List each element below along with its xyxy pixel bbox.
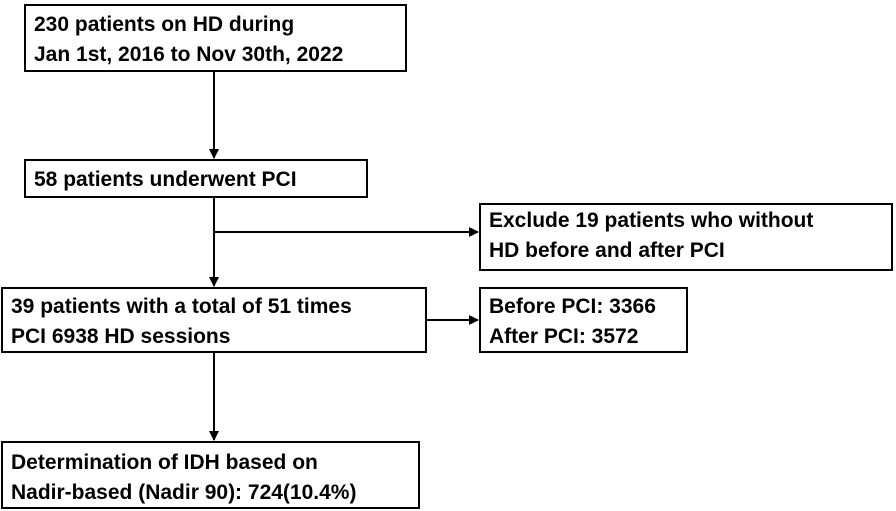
- box-exclusion: Exclude 19 patients who without HD befor…: [479, 203, 893, 271]
- box-all-hd-patients: 230 patients on HD during Jan 1st, 2016 …: [24, 4, 407, 72]
- box-all-hd-patients-line-1: 230 patients on HD during: [34, 13, 295, 36]
- box-pci-patients-line-1: 58 patients underwent PCI: [34, 168, 297, 191]
- box-pci-patients: 58 patients underwent PCI: [24, 159, 368, 198]
- box-idh-determination-line-1: Determination of IDH based on: [11, 451, 318, 474]
- box-session-split: Before PCI: 3366 After PCI: 3572: [479, 287, 688, 353]
- box-session-split-line-1: Before PCI: 3366: [489, 295, 656, 318]
- box-exclusion-line-2: HD before and after PCI: [489, 239, 725, 262]
- box-all-hd-patients-line-2: Jan 1st, 2016 to Nov 30th, 2022: [34, 43, 344, 66]
- box-included-cohort-line-2: PCI 6938 HD sessions: [11, 325, 231, 348]
- box-included-cohort: 39 patients with a total of 51 times PCI…: [1, 287, 427, 353]
- box-idh-determination: Determination of IDH based on Nadir-base…: [1, 441, 420, 509]
- box-session-split-line-2: After PCI: 3572: [489, 325, 639, 348]
- box-included-cohort-line-1: 39 patients with a total of 51 times: [11, 295, 352, 318]
- box-exclusion-line-1: Exclude 19 patients who without: [489, 209, 814, 232]
- box-idh-determination-line-2: Nadir-based (Nadir 90): 724(10.4%): [11, 481, 357, 504]
